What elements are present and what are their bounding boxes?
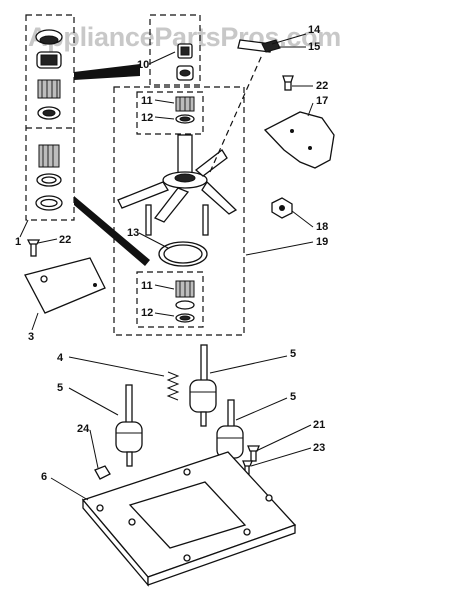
callout-24: 24 (77, 423, 90, 435)
callout-1: 1 (15, 236, 21, 248)
callout-22-right: 22 (316, 80, 328, 92)
callout-5-left: 5 (57, 382, 63, 394)
callout-21: 21 (313, 419, 325, 431)
base-plate-part-6 (81, 451, 297, 587)
callout-17: 17 (316, 95, 328, 107)
callout-13: 13 (127, 227, 139, 239)
main-assembly-box (113, 54, 263, 336)
callout-12-lower: 12 (141, 307, 153, 319)
callout-11-upper: 11 (141, 95, 153, 107)
top-right-parts (237, 39, 335, 219)
callout-5-right: 5 (290, 391, 296, 403)
callout-4: 4 (57, 352, 64, 364)
kit-box-part-1 (25, 14, 150, 266)
callout-15: 15 (308, 41, 320, 53)
callout-18: 18 (316, 221, 328, 233)
callout-6: 6 (41, 471, 47, 483)
side-plate-part-3 (24, 239, 106, 314)
callout-labels: 1 22 3 10 11 12 13 11 12 14 15 22 17 18 … (15, 24, 328, 483)
callout-3: 3 (28, 331, 34, 343)
callout-11-lower: 11 (141, 280, 153, 292)
callout-12-upper: 12 (141, 112, 153, 124)
callout-14: 14 (308, 24, 321, 36)
callout-10: 10 (137, 59, 149, 71)
callout-22-left: 22 (59, 234, 71, 246)
callout-19: 19 (316, 236, 328, 248)
callout-5-top: 5 (290, 348, 296, 360)
leader-lines (19, 33, 314, 501)
callout-23: 23 (313, 442, 325, 454)
part-box-10 (149, 14, 201, 86)
